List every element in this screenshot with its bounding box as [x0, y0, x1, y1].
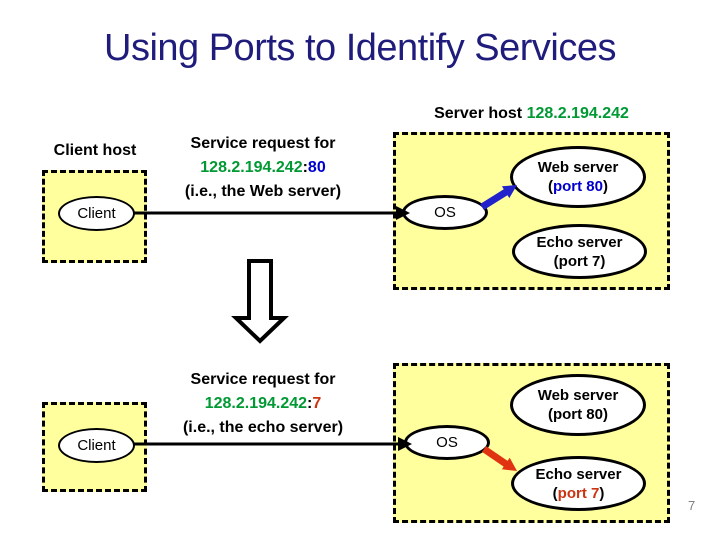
flow-down-arrow [231, 259, 289, 344]
request-line2-bottom: 128.2.194.242:7 [148, 392, 378, 416]
web-server-name-bottom: Web server [537, 387, 619, 404]
echo-server-name-bottom: Echo server [535, 465, 622, 483]
request-line1-top: Service request for [190, 135, 336, 152]
echo-server-ellipse-bottom: Echo server (port 7) [511, 456, 646, 511]
request-line3-top: (i.e., the Web server) [184, 183, 342, 200]
paren: ( [547, 406, 553, 423]
echo-server-port-text-bottom: port 7 [557, 484, 600, 502]
service-request-bottom: Service request for 128.2.194.242:7 (i.e… [148, 368, 378, 440]
web-server-port-top: (port 80) [548, 177, 608, 196]
request-line1-bottom: Service request for [190, 371, 336, 388]
slide-title: Using Ports to Identify Services [104, 27, 617, 69]
echo-server-port-top: (port 7) [554, 252, 606, 271]
client-ellipse-top: Client [58, 196, 135, 231]
os-ellipse-bottom: OS [404, 425, 490, 460]
paren: ( [547, 178, 553, 195]
request-port-bottom: 7 [312, 395, 322, 412]
echo-server-ellipse-top: Echo server (port 7) [512, 224, 647, 279]
server-host-text: Server host [434, 105, 527, 122]
client-host-label: Client host [53, 142, 137, 159]
paren: ( [552, 484, 558, 502]
client-to-os-line-top [133, 206, 410, 220]
web-server-ellipse-top: Web server (port 80) [510, 146, 646, 208]
request-ip-bottom: 128.2.194.242 [204, 395, 308, 412]
request-ip-top: 128.2.194.242 [200, 159, 303, 176]
paren: ) [603, 178, 608, 195]
request-colon-top: : [302, 159, 308, 176]
echo-server-name-top: Echo server [536, 233, 623, 251]
paren: ) [599, 484, 605, 502]
service-request-top: Service request for 128.2.194.242:80 (i.… [148, 132, 378, 204]
request-line2-top: 128.2.194.242:80 [148, 156, 378, 180]
os-ellipse-top: OS [402, 195, 488, 230]
request-colon-bottom: : [307, 395, 313, 412]
client-ellipse-bottom: Client [58, 428, 135, 463]
page-number: 7 [688, 498, 696, 513]
paren: ( [553, 252, 559, 270]
request-line3-bottom: (i.e., the echo server) [182, 419, 344, 436]
paren: ) [603, 406, 608, 423]
web-server-ellipse-bottom: Web server (port 80) [510, 374, 646, 436]
web-server-port-bottom: (port 80) [548, 405, 608, 424]
web-server-name-top: Web server [537, 159, 619, 176]
paren: ) [600, 252, 606, 270]
server-host-label: Server host 128.2.194.242 [393, 105, 670, 123]
echo-server-port-bottom: (port 7) [553, 484, 605, 503]
server-host-ip: 128.2.194.242 [526, 105, 629, 122]
web-server-port-text-top: port 80 [552, 178, 603, 195]
echo-server-port-text-top: port 7 [558, 252, 601, 270]
web-server-port-text-bottom: port 80 [552, 406, 603, 423]
request-port-top: 80 [307, 159, 326, 176]
